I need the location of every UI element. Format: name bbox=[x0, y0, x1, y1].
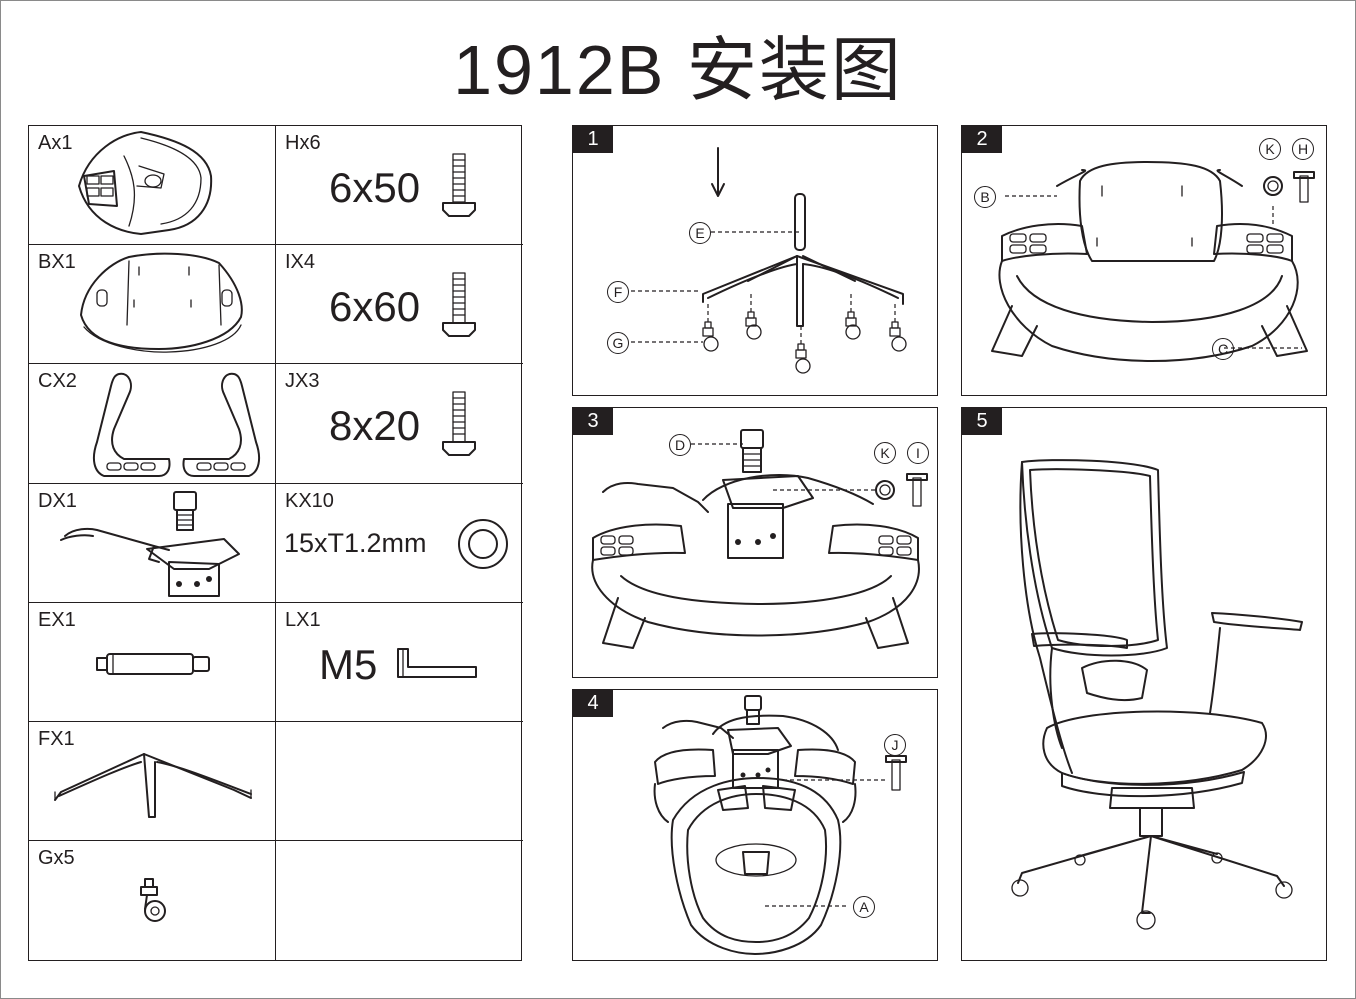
label-e: E bbox=[689, 222, 711, 244]
label-h: H bbox=[1292, 138, 1314, 160]
part-cell-k: KX10 15xT1.2mm bbox=[276, 484, 523, 603]
step-5-panel: 5 bbox=[961, 407, 1327, 961]
mechanism-icon bbox=[60, 491, 240, 597]
step-1-panel: 1 E F G bbox=[572, 125, 938, 396]
label-b: B bbox=[974, 186, 996, 208]
label-j: J bbox=[884, 734, 906, 756]
part-code: JX3 bbox=[285, 370, 320, 392]
step-number: 2 bbox=[962, 126, 1002, 153]
part-code: Hx6 bbox=[285, 132, 321, 154]
step-2-panel: 2 B K H C bbox=[961, 125, 1327, 396]
part-code: EX1 bbox=[38, 609, 76, 631]
part-cell-f: FX1 bbox=[29, 722, 276, 841]
step-4-panel: 4 J A bbox=[572, 689, 938, 961]
seat-pan-icon bbox=[80, 252, 243, 353]
screw-icon bbox=[442, 272, 476, 337]
part-cell-c: CX2 bbox=[29, 364, 276, 484]
seat-armrest-assembly-icon bbox=[991, 161, 1315, 362]
step-number: 4 bbox=[573, 690, 613, 717]
parts-table: Ax1 Hx6 6x50 BX1 bbox=[28, 125, 523, 961]
part-cell-e: EX1 bbox=[29, 603, 276, 722]
part-code: KX10 bbox=[285, 490, 334, 512]
step-3-panel: 3 D K I bbox=[572, 407, 938, 678]
tool-size: M5 bbox=[319, 641, 378, 688]
step-number: 5 bbox=[962, 408, 1002, 435]
washer-size: 15xT1.2mm bbox=[284, 528, 427, 558]
screw-icon bbox=[442, 391, 476, 456]
allen-key-icon bbox=[397, 648, 477, 678]
label-c: C bbox=[1212, 338, 1234, 360]
part-code: CX2 bbox=[38, 370, 77, 392]
screw-size: 8x20 bbox=[329, 402, 421, 449]
step-number: 1 bbox=[573, 126, 613, 153]
part-code: Gx5 bbox=[38, 847, 75, 869]
base-icon bbox=[54, 753, 252, 818]
armrest-icon bbox=[92, 372, 261, 477]
part-code: BX1 bbox=[38, 251, 76, 273]
label-i: I bbox=[907, 442, 929, 464]
frame-assembly-icon bbox=[653, 695, 907, 955]
part-cell-i: IX4 6x60 bbox=[276, 245, 523, 364]
part-cell-d: DX1 bbox=[29, 484, 276, 603]
screw-icon bbox=[442, 153, 476, 217]
label-a: A bbox=[853, 896, 875, 918]
part-code: DX1 bbox=[38, 490, 77, 512]
part-code: IX4 bbox=[285, 251, 316, 273]
caster-icon bbox=[140, 878, 166, 922]
mechanism-assembly-icon bbox=[591, 429, 928, 649]
label-d: D bbox=[669, 434, 691, 456]
part-cell-empty-2 bbox=[276, 841, 523, 960]
part-code: FX1 bbox=[38, 728, 75, 750]
seat-frame-icon bbox=[78, 131, 213, 235]
part-cell-l: LX1 M5 bbox=[276, 603, 523, 722]
part-cell-a: Ax1 bbox=[29, 126, 276, 245]
base-assembly-icon bbox=[631, 147, 907, 374]
screw-size: 6x60 bbox=[329, 283, 421, 330]
part-cell-g: Gx5 bbox=[29, 841, 276, 960]
label-k: K bbox=[874, 442, 896, 464]
part-code: Ax1 bbox=[38, 132, 73, 154]
part-cell-j: JX3 8x20 bbox=[276, 364, 523, 484]
chair-icon bbox=[1011, 459, 1303, 930]
part-code: LX1 bbox=[285, 609, 321, 631]
page-title: 1912B 安装图 bbox=[453, 31, 903, 109]
part-cell-b: BX1 bbox=[29, 245, 276, 364]
part-cell-h: Hx6 6x50 bbox=[276, 126, 523, 245]
part-cell-empty-1 bbox=[276, 722, 523, 841]
label-f: F bbox=[607, 281, 629, 303]
label-g: G bbox=[607, 332, 629, 354]
step-number: 3 bbox=[573, 408, 613, 435]
screw-size: 6x50 bbox=[329, 164, 421, 211]
pin-icon bbox=[96, 653, 210, 675]
label-k: K bbox=[1259, 138, 1281, 160]
washer-icon bbox=[458, 519, 508, 569]
